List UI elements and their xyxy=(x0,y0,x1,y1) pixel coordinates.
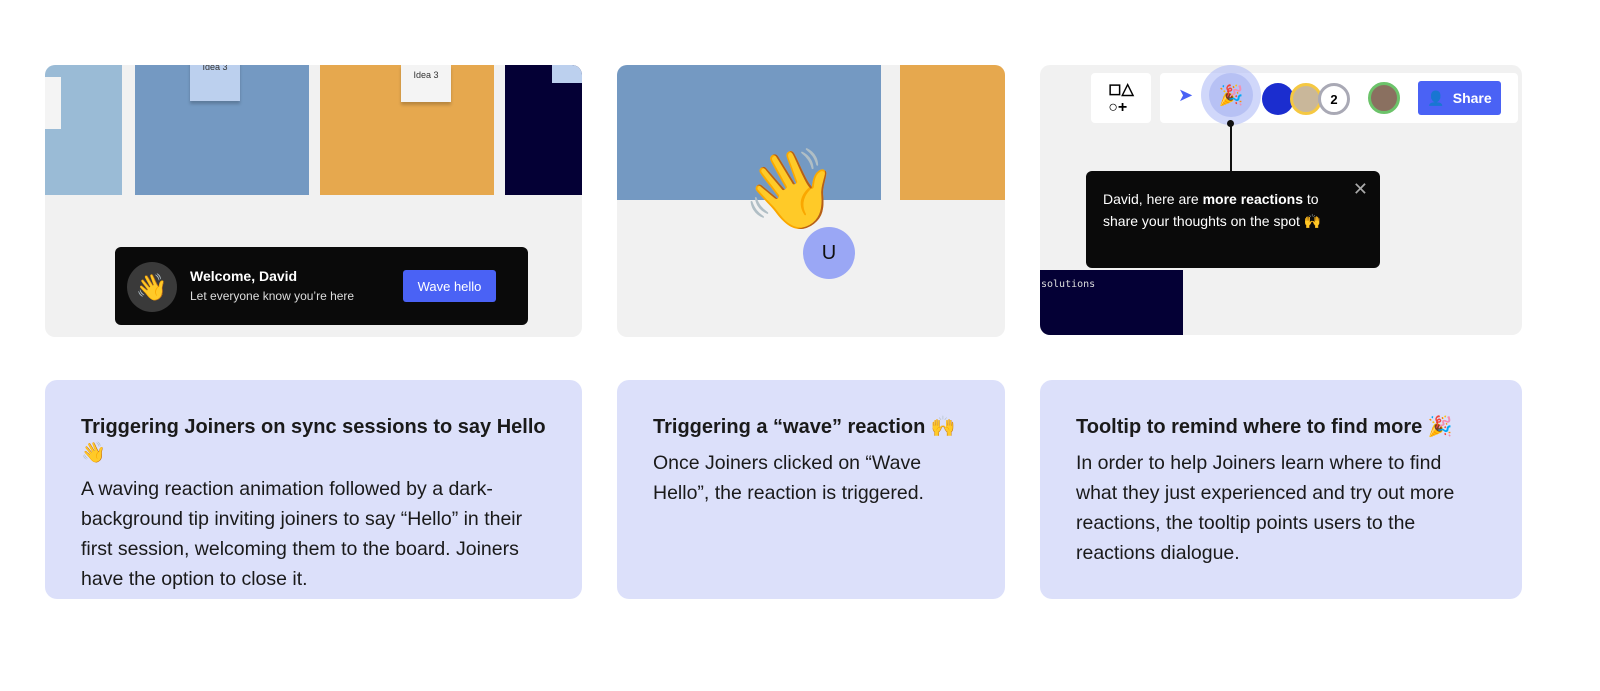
frame-label: solutions xyxy=(1041,279,1096,290)
participant-count[interactable]: 2 xyxy=(1318,83,1350,115)
description-card: Tooltip to remind where to find more 🎉 I… xyxy=(1040,380,1522,599)
wave-hello-button[interactable]: Wave hello xyxy=(403,270,496,302)
share-button[interactable]: 👤 Share xyxy=(1418,81,1501,115)
card-body: Once Joiners clicked on “Wave Hello”, th… xyxy=(653,452,924,504)
shapes-button[interactable]: ◻△○+ xyxy=(1091,73,1151,123)
tooltip-bold-text: more reactions xyxy=(1202,191,1303,207)
navy-frame: solutions xyxy=(1040,270,1183,335)
description-card: Triggering a “wave” reaction 🙌 Once Join… xyxy=(617,380,1005,599)
card-title: Triggering Joiners on sync sessions to s… xyxy=(81,416,546,464)
sticky-note xyxy=(45,77,61,129)
reactions-button[interactable]: 🎉 xyxy=(1201,65,1261,125)
sticky-note xyxy=(552,65,582,83)
tooltip-pointer-dot xyxy=(1227,120,1234,127)
wave-reaction-screenshot: 👋 U xyxy=(617,65,1005,337)
description-card: Triggering Joiners on sync sessions to s… xyxy=(45,380,582,599)
orange-frame xyxy=(900,65,1005,200)
card-body: A waving reaction animation followed by … xyxy=(81,478,523,590)
sticky-note: Idea 3 xyxy=(401,65,451,102)
avatar[interactable] xyxy=(1262,83,1294,115)
tooltip-text-end: to share your thoughts on the spot 🙌 xyxy=(1103,191,1322,229)
tooltip-text: David, here are xyxy=(1103,191,1203,207)
reactions-tooltip-screenshot: ◻△○+ ➤ 🎉 2 👤 Share David, here are more r… xyxy=(1040,65,1522,335)
reactions-tooltip: David, here are more reactions to share … xyxy=(1086,171,1380,268)
user-icon: 👤 xyxy=(1427,89,1445,106)
wave-hand-icon: 👋 xyxy=(127,262,177,312)
blue-frame xyxy=(617,65,881,200)
card-title: Tooltip to remind where to find more 🎉 xyxy=(1076,416,1453,438)
card-body: In order to help Joiners learn where to … xyxy=(1076,452,1455,564)
navy-frame xyxy=(505,65,582,195)
close-icon[interactable]: ✕ xyxy=(1352,179,1368,199)
sticky-note: Idea 3 xyxy=(190,65,240,101)
collaboration-toolbar: ➤ 🎉 2 👤 Share xyxy=(1160,65,1518,125)
user-avatar: U xyxy=(803,227,855,279)
party-popper-icon: 🎉 xyxy=(1209,73,1253,117)
banner-title: Welcome, David xyxy=(190,268,298,284)
share-label: Share xyxy=(1452,90,1492,106)
banner-subtitle: Let everyone know you’re here xyxy=(190,289,355,303)
wave-hand-icon: 👋 xyxy=(742,145,840,233)
card-title: Triggering a “wave” reaction 🙌 xyxy=(653,416,956,438)
shapes-icon: ◻△○+ xyxy=(1108,81,1134,116)
welcome-banner: 👋 Welcome, David Let everyone know you’r… xyxy=(115,247,528,325)
cursor-filter-icon[interactable]: ➤ xyxy=(1178,85,1194,105)
welcome-tip-screenshot: Idea 3 Idea 3 👋 Welcome, David Let every… xyxy=(45,65,582,337)
current-user-avatar[interactable] xyxy=(1368,82,1400,114)
avatar[interactable] xyxy=(1290,83,1322,115)
tooltip-pointer-line xyxy=(1230,123,1232,171)
